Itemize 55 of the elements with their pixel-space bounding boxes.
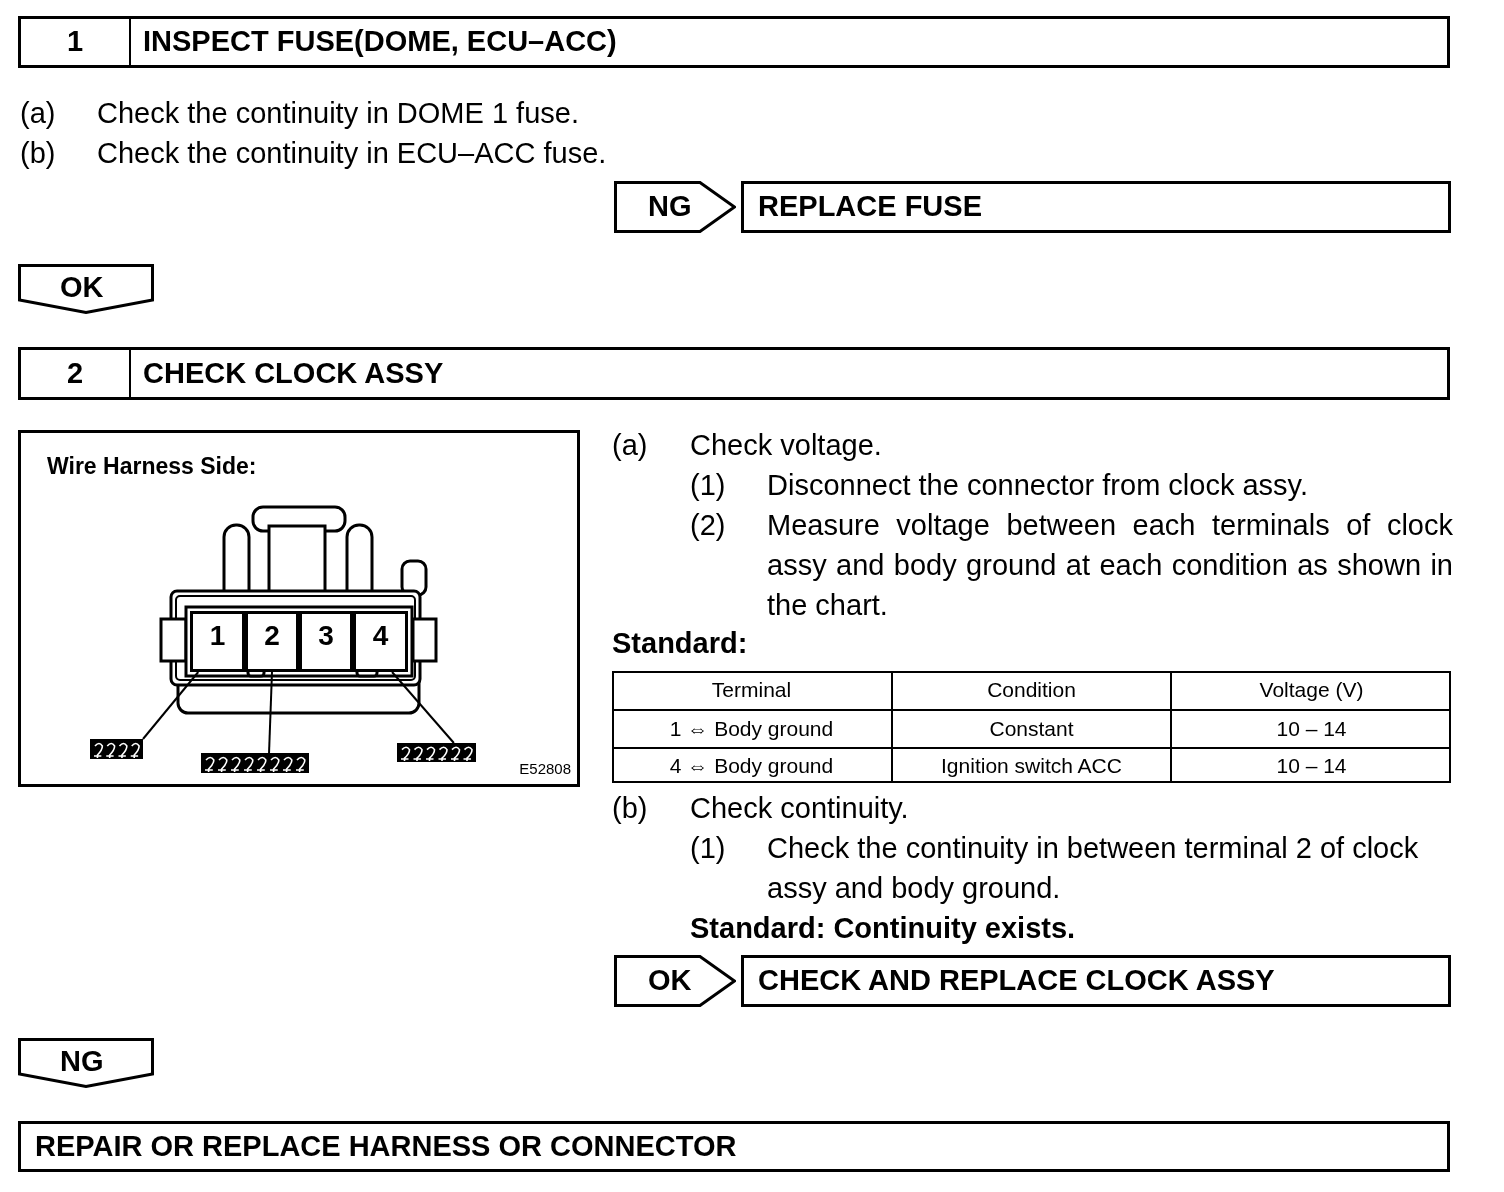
instruction-text: Check the continuity in DOME 1 fuse. — [97, 96, 579, 131]
table-cell: Condition — [891, 671, 1170, 709]
table-cell: Voltage (V) — [1170, 671, 1451, 709]
figure-code: E52808 — [519, 758, 571, 779]
connector-figure-panel — [18, 430, 580, 787]
leader-line — [268, 671, 273, 754]
result-box: CHECK AND REPLACE CLOCK ASSY — [741, 955, 1451, 1007]
tag-label: NG — [60, 1047, 104, 1076]
table-cell: 4 ⇔ Body ground — [612, 747, 891, 783]
table-cell: 10 – 14 — [1170, 747, 1451, 783]
table-cell: 1 ⇔ Body ground — [612, 709, 891, 747]
terminal-cell: 3 — [299, 611, 353, 672]
tag-label: NG — [648, 192, 692, 221]
step-number: 2 — [21, 350, 131, 397]
step-header-box — [18, 16, 1450, 68]
terminal-cell: 1 — [190, 611, 245, 672]
instruction-text: Check voltage. — [690, 428, 882, 463]
instruction-text: (1) — [690, 468, 726, 503]
instruction-text: (a) — [612, 428, 648, 463]
instruction-text: Standard: — [612, 626, 748, 661]
down-arrow-tag — [18, 1038, 154, 1088]
tag-label: OK — [60, 273, 104, 302]
leader-line — [391, 671, 455, 744]
instruction-text: Standard: Continuity exists. — [690, 911, 1076, 946]
instruction-text: Check the continuity in ECU–ACC fuse. — [97, 136, 607, 171]
hatched-label-block — [397, 743, 476, 762]
instruction-text: (a) — [20, 96, 56, 131]
step-number: 1 — [21, 19, 131, 65]
instruction-text: (b) — [20, 136, 56, 171]
tag-label: OK — [648, 966, 692, 995]
instruction-text: (1) — [690, 831, 726, 866]
instruction-text: Measure voltage between each terminals of clock assy and body ground at each condition as shown in the chart. — [767, 508, 1453, 623]
figure-heading: Wire Harness Side: — [47, 452, 257, 481]
leader-line — [142, 671, 200, 740]
result-box: REPAIR OR REPLACE HARNESS OR CONNECTOR — [18, 1121, 1450, 1172]
terminal-cell: 4 — [353, 611, 408, 672]
instruction-text: Check the continuity in between terminal 2 of clock assy and body ground. — [767, 831, 1420, 906]
right-arrow-tag — [614, 181, 736, 233]
instruction-text: Check continuity. — [690, 791, 909, 826]
table-cell: 10 – 14 — [1170, 709, 1451, 747]
result-box: REPLACE FUSE — [741, 181, 1451, 233]
down-arrow-tag — [18, 264, 154, 314]
table-cell-text: Terminal — [710, 677, 793, 704]
table-cell: Constant — [891, 709, 1170, 747]
step-title: CHECK CLOCK ASSY — [142, 355, 444, 391]
hatched-label-block — [201, 753, 309, 773]
right-arrow-tag — [614, 955, 736, 1007]
table-cell: Ignition switch ACC — [891, 747, 1170, 783]
step-title: INSPECT FUSE(DOME, ECU–ACC) — [142, 24, 617, 60]
instruction-text: (2) — [690, 508, 726, 543]
instruction-text: Disconnect the connector from clock assy. — [767, 468, 1309, 503]
step-header-box — [18, 347, 1450, 400]
instruction-text: (b) — [612, 791, 648, 826]
hatched-label-block — [90, 739, 143, 759]
terminal-cell: 2 — [245, 611, 299, 672]
